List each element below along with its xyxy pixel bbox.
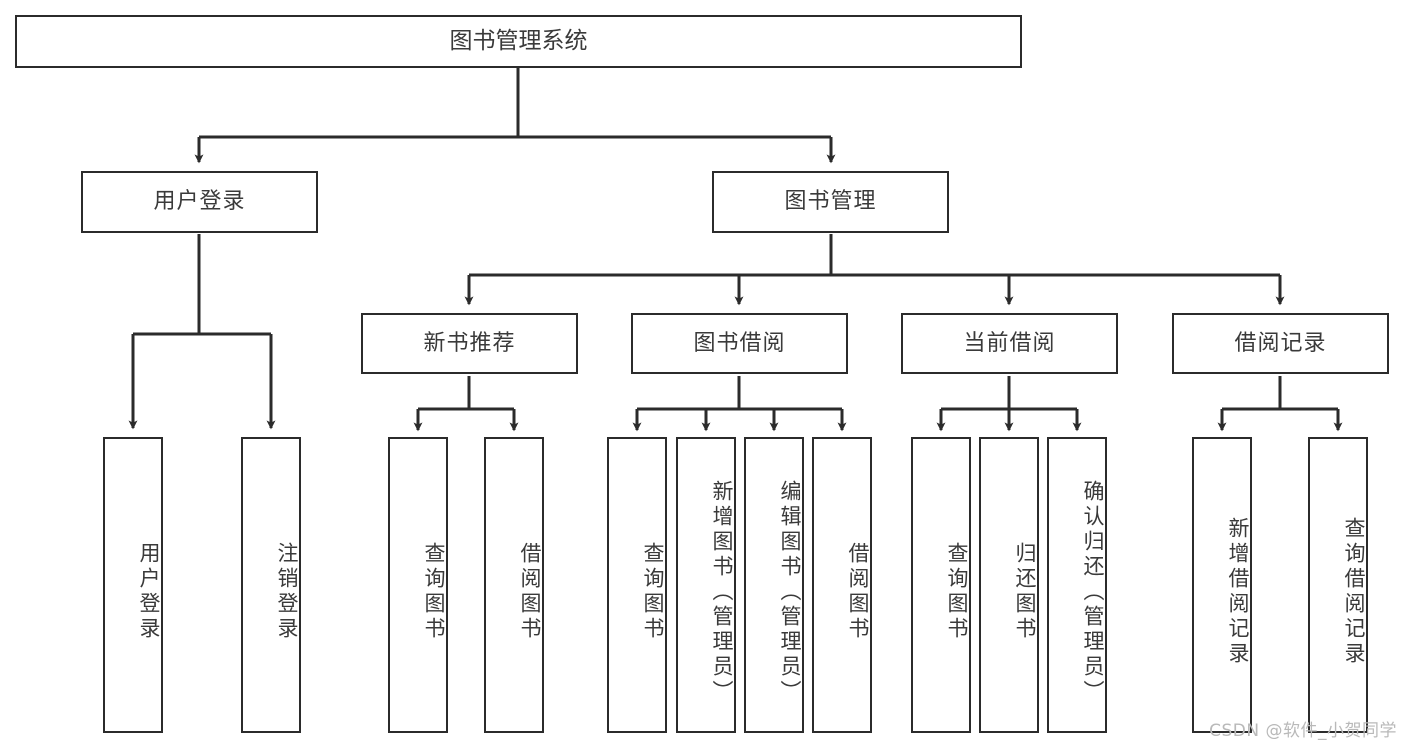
node-label: 查询图书	[422, 542, 446, 642]
node-label: 注销登录	[275, 542, 299, 642]
leaf-return-book[interactable]: 归还图书	[979, 437, 1039, 733]
node-label: 编辑图书（管理员）	[778, 479, 802, 705]
node-label: 图书管理系统	[449, 28, 588, 55]
leaf-edit-book[interactable]: 编辑图书（管理员）	[744, 437, 804, 733]
csdn-watermark: CSDN @软件_小贺同学	[1209, 721, 1397, 741]
leaf-query-book-2[interactable]: 查询图书	[607, 437, 667, 733]
leaf-borrow-book-1[interactable]: 借阅图书	[484, 437, 544, 733]
node-label: 新增借阅记录	[1226, 517, 1250, 667]
leaf-query-record[interactable]: 查询借阅记录	[1308, 437, 1368, 733]
node-label: 用户登录	[137, 542, 161, 642]
leaf-add-book[interactable]: 新增图书（管理员）	[676, 437, 736, 733]
leaf-borrow-book-2[interactable]: 借阅图书	[812, 437, 872, 733]
node-new-book-recommend[interactable]: 新书推荐	[361, 313, 578, 374]
node-label: 查询图书	[641, 542, 665, 642]
node-label: 归还图书	[1013, 542, 1037, 642]
node-label: 当前借阅	[963, 330, 1056, 356]
leaf-add-record[interactable]: 新增借阅记录	[1192, 437, 1252, 733]
leaf-user-login[interactable]: 用户登录	[103, 437, 163, 733]
node-label: 查询图书	[945, 542, 969, 642]
node-borrow-record[interactable]: 借阅记录	[1172, 313, 1389, 374]
node-user-login[interactable]: 用户登录	[81, 171, 318, 233]
node-label: 新书推荐	[423, 330, 516, 356]
node-label: 借阅图书	[518, 542, 542, 642]
leaf-logout-login[interactable]: 注销登录	[241, 437, 301, 733]
node-label: 借阅记录	[1234, 330, 1327, 356]
node-label: 借阅图书	[846, 542, 870, 642]
leaf-confirm-return[interactable]: 确认归还（管理员）	[1047, 437, 1107, 733]
node-label: 图书借阅	[693, 330, 786, 356]
node-book-management-system[interactable]: 图书管理系统	[15, 15, 1022, 68]
node-current-borrow[interactable]: 当前借阅	[901, 313, 1118, 374]
node-book-borrow[interactable]: 图书借阅	[631, 313, 848, 374]
node-label: 新增图书（管理员）	[710, 479, 734, 705]
leaf-query-book-1[interactable]: 查询图书	[388, 437, 448, 733]
node-book-management[interactable]: 图书管理	[712, 171, 949, 233]
leaf-query-book-3[interactable]: 查询图书	[911, 437, 971, 733]
node-label: 图书管理	[784, 189, 877, 215]
node-label: 用户登录	[153, 189, 246, 215]
node-label: 查询借阅记录	[1342, 517, 1366, 667]
node-label: 确认归还（管理员）	[1081, 479, 1105, 705]
